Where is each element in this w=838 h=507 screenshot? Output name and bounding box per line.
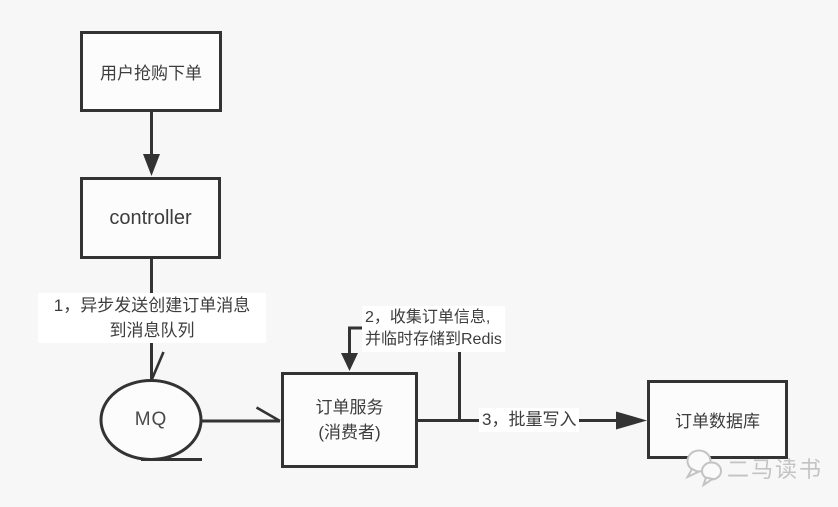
watermark-text: 二马读书	[727, 457, 824, 482]
half-arrowhead-icon	[255, 406, 281, 423]
node-mq-label: MQ	[134, 409, 168, 430]
node-order-service: 订单服务 (消费者)	[281, 372, 418, 468]
node-order-db: 订单数据库	[647, 380, 788, 459]
edge-user-to-controller	[143, 112, 160, 176]
watermark: 二马读书	[684, 447, 823, 489]
arrowhead-down-icon	[143, 154, 160, 176]
node-controller-label: controller	[109, 206, 192, 229]
arrowhead-right-icon	[616, 411, 647, 430]
edge-label-step1-line2: 到消息队列	[109, 321, 195, 340]
edge-label-step3: 3，批量写入	[479, 408, 580, 432]
edge-mq-to-service	[201, 406, 281, 423]
edge-label-step1-line1: 1，异步发送创建订单消息	[53, 296, 251, 315]
edge-label-step2-line2: 并临时存储到Redis	[365, 331, 502, 348]
edge-label-step2-line1: 2，收集订单信息,	[365, 309, 491, 326]
node-order-db-label: 订单数据库	[675, 412, 760, 431]
chat-bubbles-icon	[685, 449, 722, 488]
arrowhead-down-icon	[341, 353, 358, 371]
edge-label-step2: 2，收集订单信息, 并临时存储到Redis	[362, 306, 505, 352]
node-user-order: 用户抢购下单	[80, 31, 222, 112]
node-user-order-label: 用户抢购下单	[100, 64, 202, 83]
edge-label-step1: 1，异步发送创建订单消息 到消息队列	[38, 293, 266, 343]
node-controller: controller	[80, 177, 221, 259]
node-mq: MQ	[101, 381, 201, 459]
half-arrowhead-icon	[150, 351, 165, 380]
node-order-service-label: 订单服务 (消费者)	[315, 398, 384, 442]
